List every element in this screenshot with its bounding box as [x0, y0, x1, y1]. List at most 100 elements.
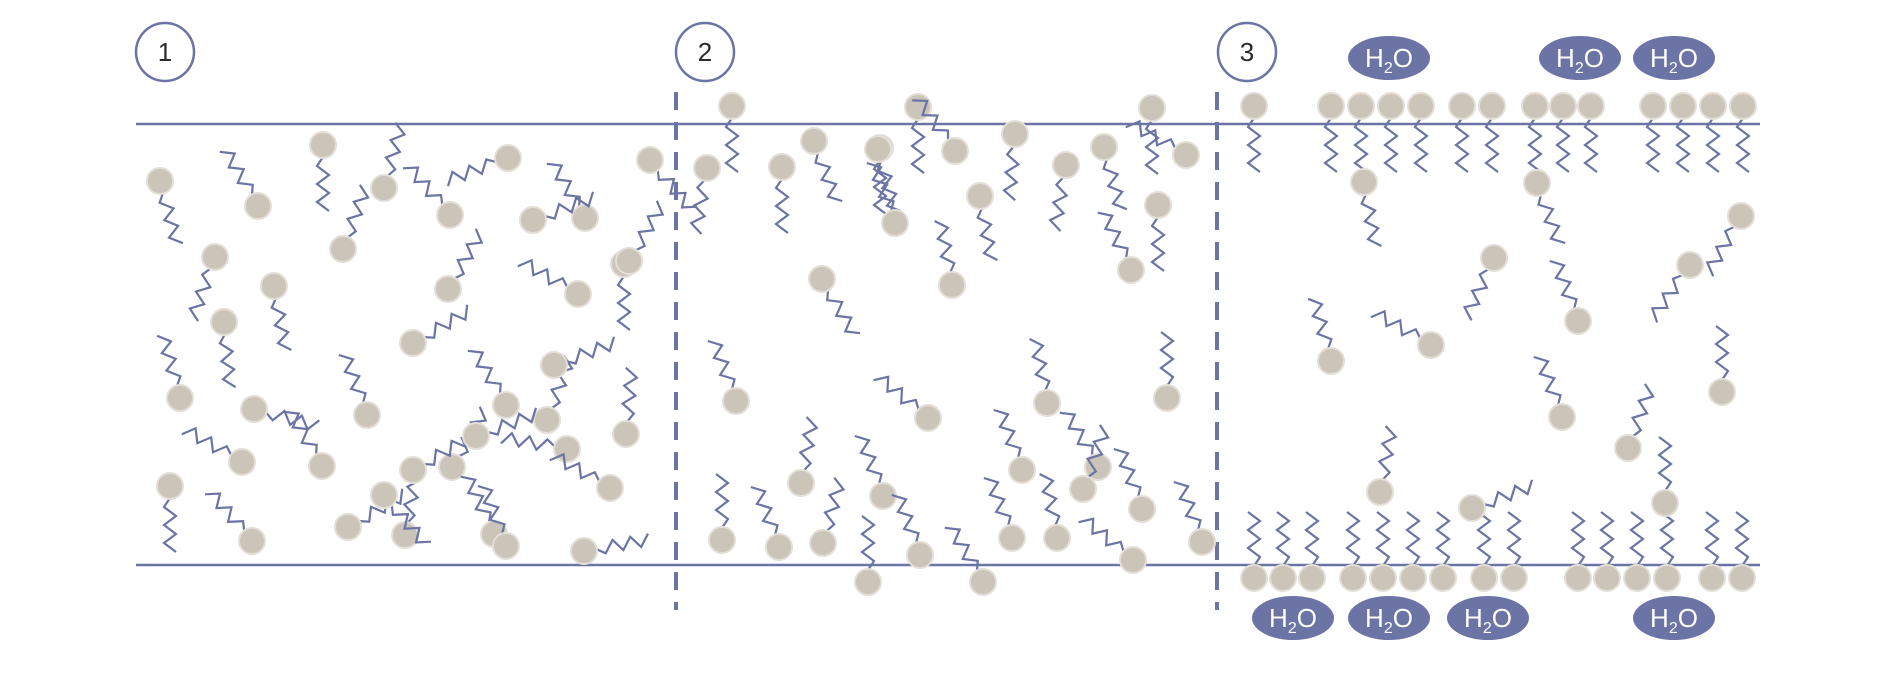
surfactant-molecule — [1399, 511, 1427, 592]
hydrophobic-tail — [1734, 511, 1750, 567]
surfactant-molecule — [1650, 251, 1704, 323]
hydrophobic-tail — [453, 228, 484, 280]
water-formula: H2O — [1650, 43, 1698, 77]
surfactant-molecule — [1448, 92, 1476, 173]
hydrophilic-head — [914, 404, 942, 432]
surfactant-molecule — [866, 161, 909, 237]
hydrophilic-head — [1698, 564, 1726, 592]
surfactant-molecule — [1366, 425, 1398, 506]
hydrophobic-tail — [1002, 145, 1021, 202]
hydrophilic-head — [564, 280, 592, 308]
hydrophobic-tail — [1629, 511, 1645, 567]
surfactant-molecule — [1269, 511, 1297, 592]
hydrophilic-head — [1033, 389, 1061, 417]
surfactant-molecule — [904, 93, 932, 174]
surfactant-molecule — [944, 526, 997, 596]
surfactant-molecule — [636, 146, 698, 209]
hydrophilic-head — [1577, 92, 1605, 120]
hydrophilic-head — [1548, 403, 1576, 431]
surfactant-molecule — [983, 476, 1026, 552]
surfactant-molecule — [500, 431, 581, 463]
hydrophilic-head — [1144, 191, 1172, 219]
hydrophobic-tail — [423, 431, 469, 466]
hydrophobic-tail — [1537, 194, 1566, 245]
water-bubble — [1633, 36, 1715, 80]
hydrophilic-head — [1317, 347, 1345, 375]
surfactant-molecule — [1653, 511, 1681, 592]
hydrophilic-head — [881, 209, 909, 237]
hydrophobic-tail — [1125, 119, 1177, 150]
hydrophilic-head — [1458, 494, 1486, 522]
hydrophobic-tail — [1735, 117, 1751, 173]
hydrophobic-tail — [384, 122, 407, 178]
hydrophobic-tail — [1377, 425, 1398, 481]
hydrophilic-head — [1317, 92, 1345, 120]
hydrophobic-tail — [460, 475, 492, 524]
surfactant-molecule — [309, 131, 337, 212]
hydrophilic-head — [1043, 524, 1071, 552]
water-bubble — [1348, 36, 1430, 80]
hydrophobic-tail — [1029, 338, 1051, 392]
surfactant-molecule — [707, 339, 750, 415]
water-bubble — [1633, 596, 1715, 640]
hydrophilic-head — [1188, 528, 1216, 556]
hydrophobic-tail — [934, 220, 956, 274]
surfactant-molecule — [912, 99, 969, 165]
water-label: H2O — [1252, 596, 1334, 640]
hydrophobic-tail — [714, 473, 730, 529]
surfactant-molecule — [338, 353, 381, 429]
hydrophilic-head — [370, 174, 398, 202]
hydrophobic-tail — [467, 349, 502, 395]
surfactant-molecule — [1577, 92, 1605, 173]
panel-label-2: 2 — [674, 21, 736, 83]
surfactant-molecule — [370, 481, 432, 544]
hydrophobic-tail — [620, 366, 639, 423]
hydrophilic-head — [1001, 120, 1029, 148]
surfactant-molecule — [1347, 92, 1375, 173]
hydrophilic-head — [1480, 244, 1508, 272]
hydrophilic-head — [553, 435, 581, 463]
hydrophobic-tail — [1583, 117, 1599, 173]
surfactant-molecule — [260, 272, 292, 351]
surfactant-molecule — [517, 258, 592, 308]
hydrophilic-head — [244, 192, 272, 220]
water-label: H2O — [1633, 36, 1715, 80]
hydrophilic-head — [1729, 92, 1757, 120]
hydrophobic-tail — [1454, 117, 1470, 173]
hydrophilic-head — [1500, 564, 1528, 592]
hydrophobic-tail — [423, 304, 469, 339]
surfactant-molecule — [1521, 92, 1549, 173]
surfactant-molecule — [1478, 92, 1506, 173]
hydrophobic-tail — [1370, 309, 1422, 340]
hydrophilic-head — [434, 275, 462, 303]
hydrophobic-tail — [860, 515, 876, 571]
hydrophilic-head — [494, 144, 522, 172]
hydrophilic-head — [1653, 564, 1681, 592]
hydrophobic-tail — [1705, 225, 1736, 277]
surfactant-molecule — [1462, 244, 1508, 321]
surfactant-molecule — [1564, 511, 1592, 592]
hydrophilic-head — [941, 137, 969, 165]
hydrophilic-head — [540, 351, 568, 379]
water-bubble — [1348, 596, 1430, 640]
hydrophilic-head — [1593, 564, 1621, 592]
surfactant-molecule — [1097, 211, 1145, 284]
surfactant-molecule — [1705, 202, 1755, 277]
hydrophobic-tail — [156, 334, 182, 387]
hydrophilic-head — [353, 401, 381, 429]
hydrophobic-tail — [345, 184, 370, 239]
surfactant-molecule — [446, 144, 522, 187]
surfactant-molecule — [612, 366, 640, 448]
surfactant-molecule — [993, 408, 1036, 484]
surfactant-molecule — [1651, 436, 1679, 517]
hydrophobic-tail — [891, 493, 920, 544]
hydrophilic-head — [146, 167, 174, 195]
hydrophobic-tail — [544, 191, 595, 220]
hydrophobic-tail — [912, 99, 950, 142]
hydrophilic-head — [1339, 564, 1367, 592]
hydrophilic-head — [1069, 475, 1097, 503]
hydrophilic-head — [612, 420, 640, 448]
hydrophobic-tail — [1102, 158, 1128, 211]
hydrophobic-tail — [1097, 211, 1129, 260]
hydrophilic-head — [938, 271, 966, 299]
